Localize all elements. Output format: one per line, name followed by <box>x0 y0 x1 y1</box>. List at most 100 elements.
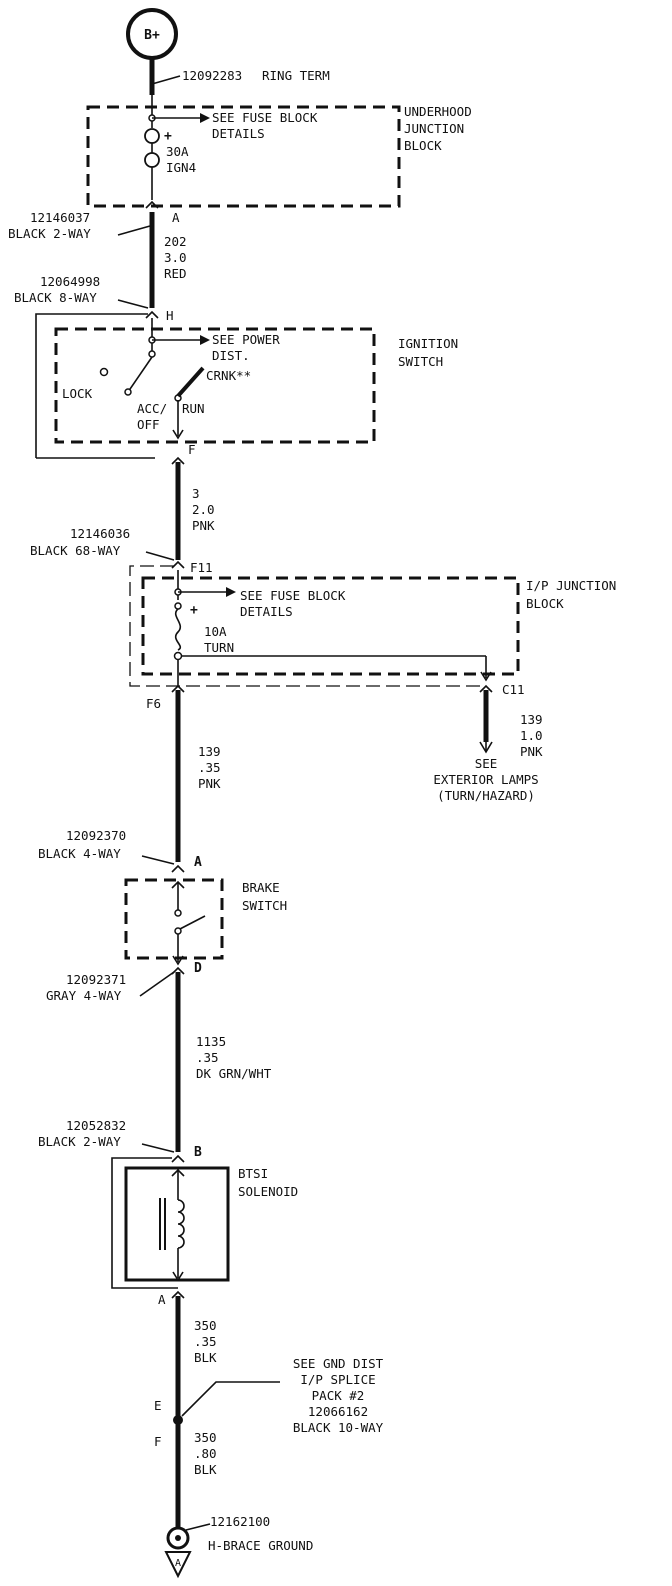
solenoid-coil-icon <box>159 1168 185 1282</box>
ip-block-outer-bracket <box>129 565 480 687</box>
wire-4-gauge: .35 <box>196 1050 219 1065</box>
ip-pin-c11: C11 <box>502 682 525 697</box>
splice-pin-f: F <box>154 1434 162 1449</box>
conn-1-desc: BLACK 2-WAY <box>8 226 91 241</box>
ip-plus: + <box>190 603 198 618</box>
connector-btsi-a-chevron <box>171 1290 185 1299</box>
ignition-off: OFF <box>137 417 160 432</box>
ignition-name-2: SWITCH <box>398 354 443 369</box>
see-exterior-1: SEE <box>475 756 498 771</box>
ground-symbol: A <box>175 1558 181 1569</box>
fuse-10a-amps: 10A <box>204 624 227 639</box>
fuse-30a-amps: 30A <box>166 144 189 159</box>
conn-1-pin: A <box>172 210 180 225</box>
brake-name-1: BRAKE <box>242 880 280 895</box>
connector-a-chevron <box>145 200 159 209</box>
ip-see-1: SEE FUSE BLOCK <box>240 588 346 603</box>
connector-brake-a-chevron <box>171 864 185 873</box>
btsi-pin-out: A <box>158 1292 166 1307</box>
wire-1-gauge: 3.0 <box>164 250 187 265</box>
ground-leader <box>185 1523 211 1531</box>
conn-6-desc: BLACK 2-WAY <box>38 1134 121 1149</box>
ring-term-leader <box>151 75 181 85</box>
splice-line-3: PACK #2 <box>312 1388 365 1403</box>
underhood-name-3: BLOCK <box>404 138 442 153</box>
ip-name-1: I/P JUNCTION <box>526 578 616 593</box>
brake-switch-contacts-icon <box>171 880 206 966</box>
ignition-pin-out: F <box>188 442 196 457</box>
ip-name-2: BLOCK <box>526 596 564 611</box>
brake-name-2: SWITCH <box>242 898 287 913</box>
ignition-bracket-top <box>35 313 148 458</box>
fuse-10a-name: TURN <box>204 640 234 655</box>
ignition-lock: LOCK <box>62 386 93 401</box>
ignition-acc: ACC/ <box>137 401 167 416</box>
ignition-switch-block <box>54 327 376 444</box>
wire-3-circuit: 139 <box>198 744 221 759</box>
conn-3-part: 12146036 <box>70 526 130 541</box>
connector-f6-chevron <box>171 684 185 693</box>
conn-2-part: 12064998 <box>40 274 100 289</box>
wire-5-circuit: 350 <box>194 1318 217 1333</box>
ip-pin-f6: F6 <box>146 696 161 711</box>
see-exterior-2: EXTERIOR LAMPS <box>433 772 538 787</box>
splice-line-5: BLACK 10-WAY <box>293 1420 384 1435</box>
underhood-junction-block <box>86 105 401 208</box>
underhood-name-2: JUNCTION <box>404 121 464 136</box>
battery-label: B+ <box>144 28 160 43</box>
conn-1-leader <box>117 225 151 236</box>
btsi-name-2: SOLENOID <box>238 1184 298 1199</box>
ground-part: 12162100 <box>210 1514 270 1529</box>
conn-4-leader <box>141 855 175 865</box>
conn-6-part: 12052832 <box>66 1118 126 1133</box>
conn-5-part: 12092371 <box>66 972 126 987</box>
wire-2-circuit: 3 <box>192 486 200 501</box>
wire-2-color: PNK <box>192 518 215 533</box>
wire-2-gauge: 2.0 <box>192 502 215 517</box>
ignition-name-1: IGNITION <box>398 336 458 351</box>
ip-junction-block <box>141 576 520 676</box>
conn-4-pin: A <box>194 855 202 870</box>
wire-branch-gauge: 1.0 <box>520 728 543 743</box>
ignition-see-1: SEE POWER <box>212 332 280 347</box>
conn-4-desc: BLACK 4-WAY <box>38 846 121 861</box>
conn-5-desc: GRAY 4-WAY <box>46 988 122 1003</box>
ignition-run: RUN <box>182 401 205 416</box>
wire-branch-color: PNK <box>520 744 543 759</box>
brake-switch-block <box>124 878 224 960</box>
wire-5-gauge: .35 <box>194 1334 217 1349</box>
conn-3-leader <box>145 551 175 561</box>
wire-3-gauge: .35 <box>198 760 221 775</box>
underhood-see-1: SEE FUSE BLOCK <box>212 110 318 125</box>
btsi-outer-bracket <box>111 1157 178 1289</box>
wire-1-circuit: 202 <box>164 234 187 249</box>
btsi-name-1: BTSI <box>238 1166 268 1181</box>
wire-4-color: DK GRN/WHT <box>196 1066 272 1081</box>
wire-6-gauge: .80 <box>194 1446 217 1461</box>
wire-1-color: RED <box>164 266 187 281</box>
fuse-30a-name: IGN4 <box>166 160 196 175</box>
ip-see-2: DETAILS <box>240 604 293 619</box>
conn-5-leader <box>139 971 175 997</box>
underhood-arrow-head <box>200 113 210 123</box>
splice-pin-e: E <box>154 1398 162 1413</box>
conn-1-part: 12146037 <box>30 210 90 225</box>
splice-line-2: I/P SPLICE <box>300 1372 375 1387</box>
connector-f-chevron <box>171 456 185 465</box>
ring-term-part: 12092283 <box>182 68 242 83</box>
ignition-arrow-head <box>200 335 210 345</box>
fuse-10a-icon <box>173 602 183 686</box>
ground-icon <box>164 1526 192 1579</box>
ip-arrow-head <box>226 587 236 597</box>
underhood-name-1: UNDERHOOD <box>404 104 472 119</box>
battery-terminal: B+ <box>126 8 178 60</box>
underhood-plus: + <box>164 129 172 144</box>
conn-6-leader <box>141 1143 175 1153</box>
ground-label: H-BRACE GROUND <box>208 1538 313 1553</box>
underhood-see-2: DETAILS <box>212 126 265 141</box>
ip-branch-arrow <box>480 671 492 682</box>
wire-3-color: PNK <box>198 776 221 791</box>
conn-6-pin: B <box>194 1145 202 1160</box>
connector-b-chevron <box>171 1154 185 1163</box>
